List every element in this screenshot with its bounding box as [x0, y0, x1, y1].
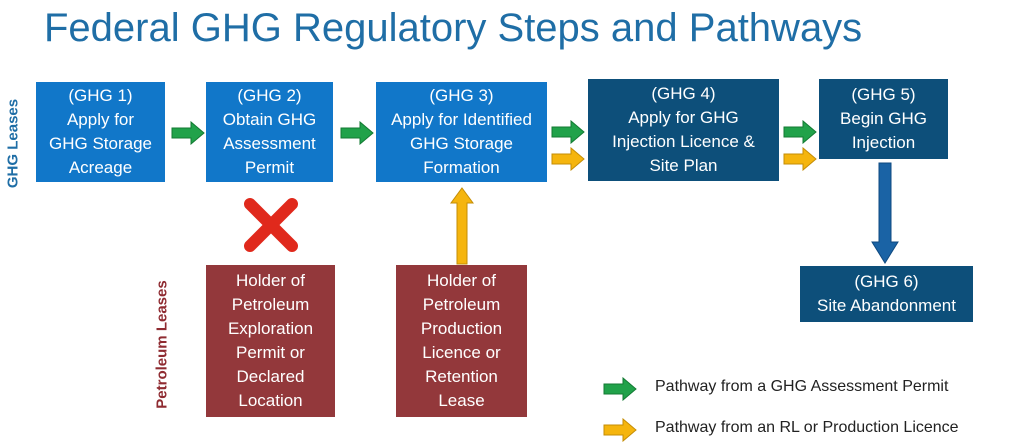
production-holder-box: Holder of Petroleum Production Licence o… [396, 265, 527, 417]
step-ghg3-box: (GHG 3) Apply for Identified GHG Storage… [376, 82, 547, 182]
step-ghg1-box: (GHG 1) Apply for GHG Storage Acreage [36, 82, 165, 182]
yellow-up-arrow-icon [450, 187, 474, 265]
step-ghg5-id: (GHG 5) [851, 85, 916, 104]
step-ghg1-id: (GHG 1) [68, 86, 133, 105]
step-ghg2-box: (GHG 2) Obtain GHG Assessment Permit [206, 82, 333, 182]
green-arrow-icon [340, 121, 374, 145]
petroleum-leases-label: Petroleum Leases [153, 280, 171, 409]
step-ghg3-text: Apply for Identified GHG Storage Formati… [391, 110, 532, 177]
legend-green-arrow-icon [603, 377, 637, 401]
legend-green-text: Pathway from a GHG Assessment Permit [655, 378, 949, 395]
step-ghg3-id: (GHG 3) [429, 86, 494, 105]
step-ghg5-box: (GHG 5) Begin GHG Injection [819, 79, 948, 159]
step-ghg4-box: (GHG 4) Apply for GHG Injection Licence … [588, 79, 779, 181]
green-arrow-icon [551, 120, 585, 144]
page-title: Federal GHG Regulatory Steps and Pathway… [44, 6, 863, 50]
step-ghg4-text: Apply for GHG Injection Licence & Site P… [612, 108, 755, 175]
legend-yellow-text: Pathway from an RL or Production Licence [655, 419, 959, 436]
production-holder-text: Holder of Petroleum Production Licence o… [420, 271, 503, 410]
green-arrow-icon [171, 121, 205, 145]
step-ghg2-id: (GHG 2) [237, 86, 302, 105]
step-ghg1-text: Apply for GHG Storage Acreage [49, 110, 152, 177]
blue-down-arrow-icon [871, 162, 899, 264]
step-ghg4-id: (GHG 4) [651, 84, 716, 103]
step-ghg2-text: Obtain GHG Assessment Permit [222, 110, 317, 177]
step-ghg6-id: (GHG 6) [854, 272, 919, 291]
yellow-arrow-icon [551, 147, 585, 171]
ghg-leases-label: GHG Leases [4, 98, 22, 189]
step-ghg6-box: (GHG 6) Site Abandonment [800, 266, 973, 322]
legend-yellow-arrow-icon [603, 418, 637, 442]
exploration-holder-text: Holder of Petroleum Exploration Permit o… [227, 271, 314, 410]
green-arrow-icon [783, 120, 817, 144]
step-ghg5-text: Begin GHG Injection [840, 109, 927, 152]
step-ghg6-text: Site Abandonment [817, 296, 956, 315]
exploration-holder-box: Holder of Petroleum Exploration Permit o… [206, 265, 335, 417]
red-cross-icon [244, 198, 298, 252]
yellow-arrow-icon [783, 147, 817, 171]
